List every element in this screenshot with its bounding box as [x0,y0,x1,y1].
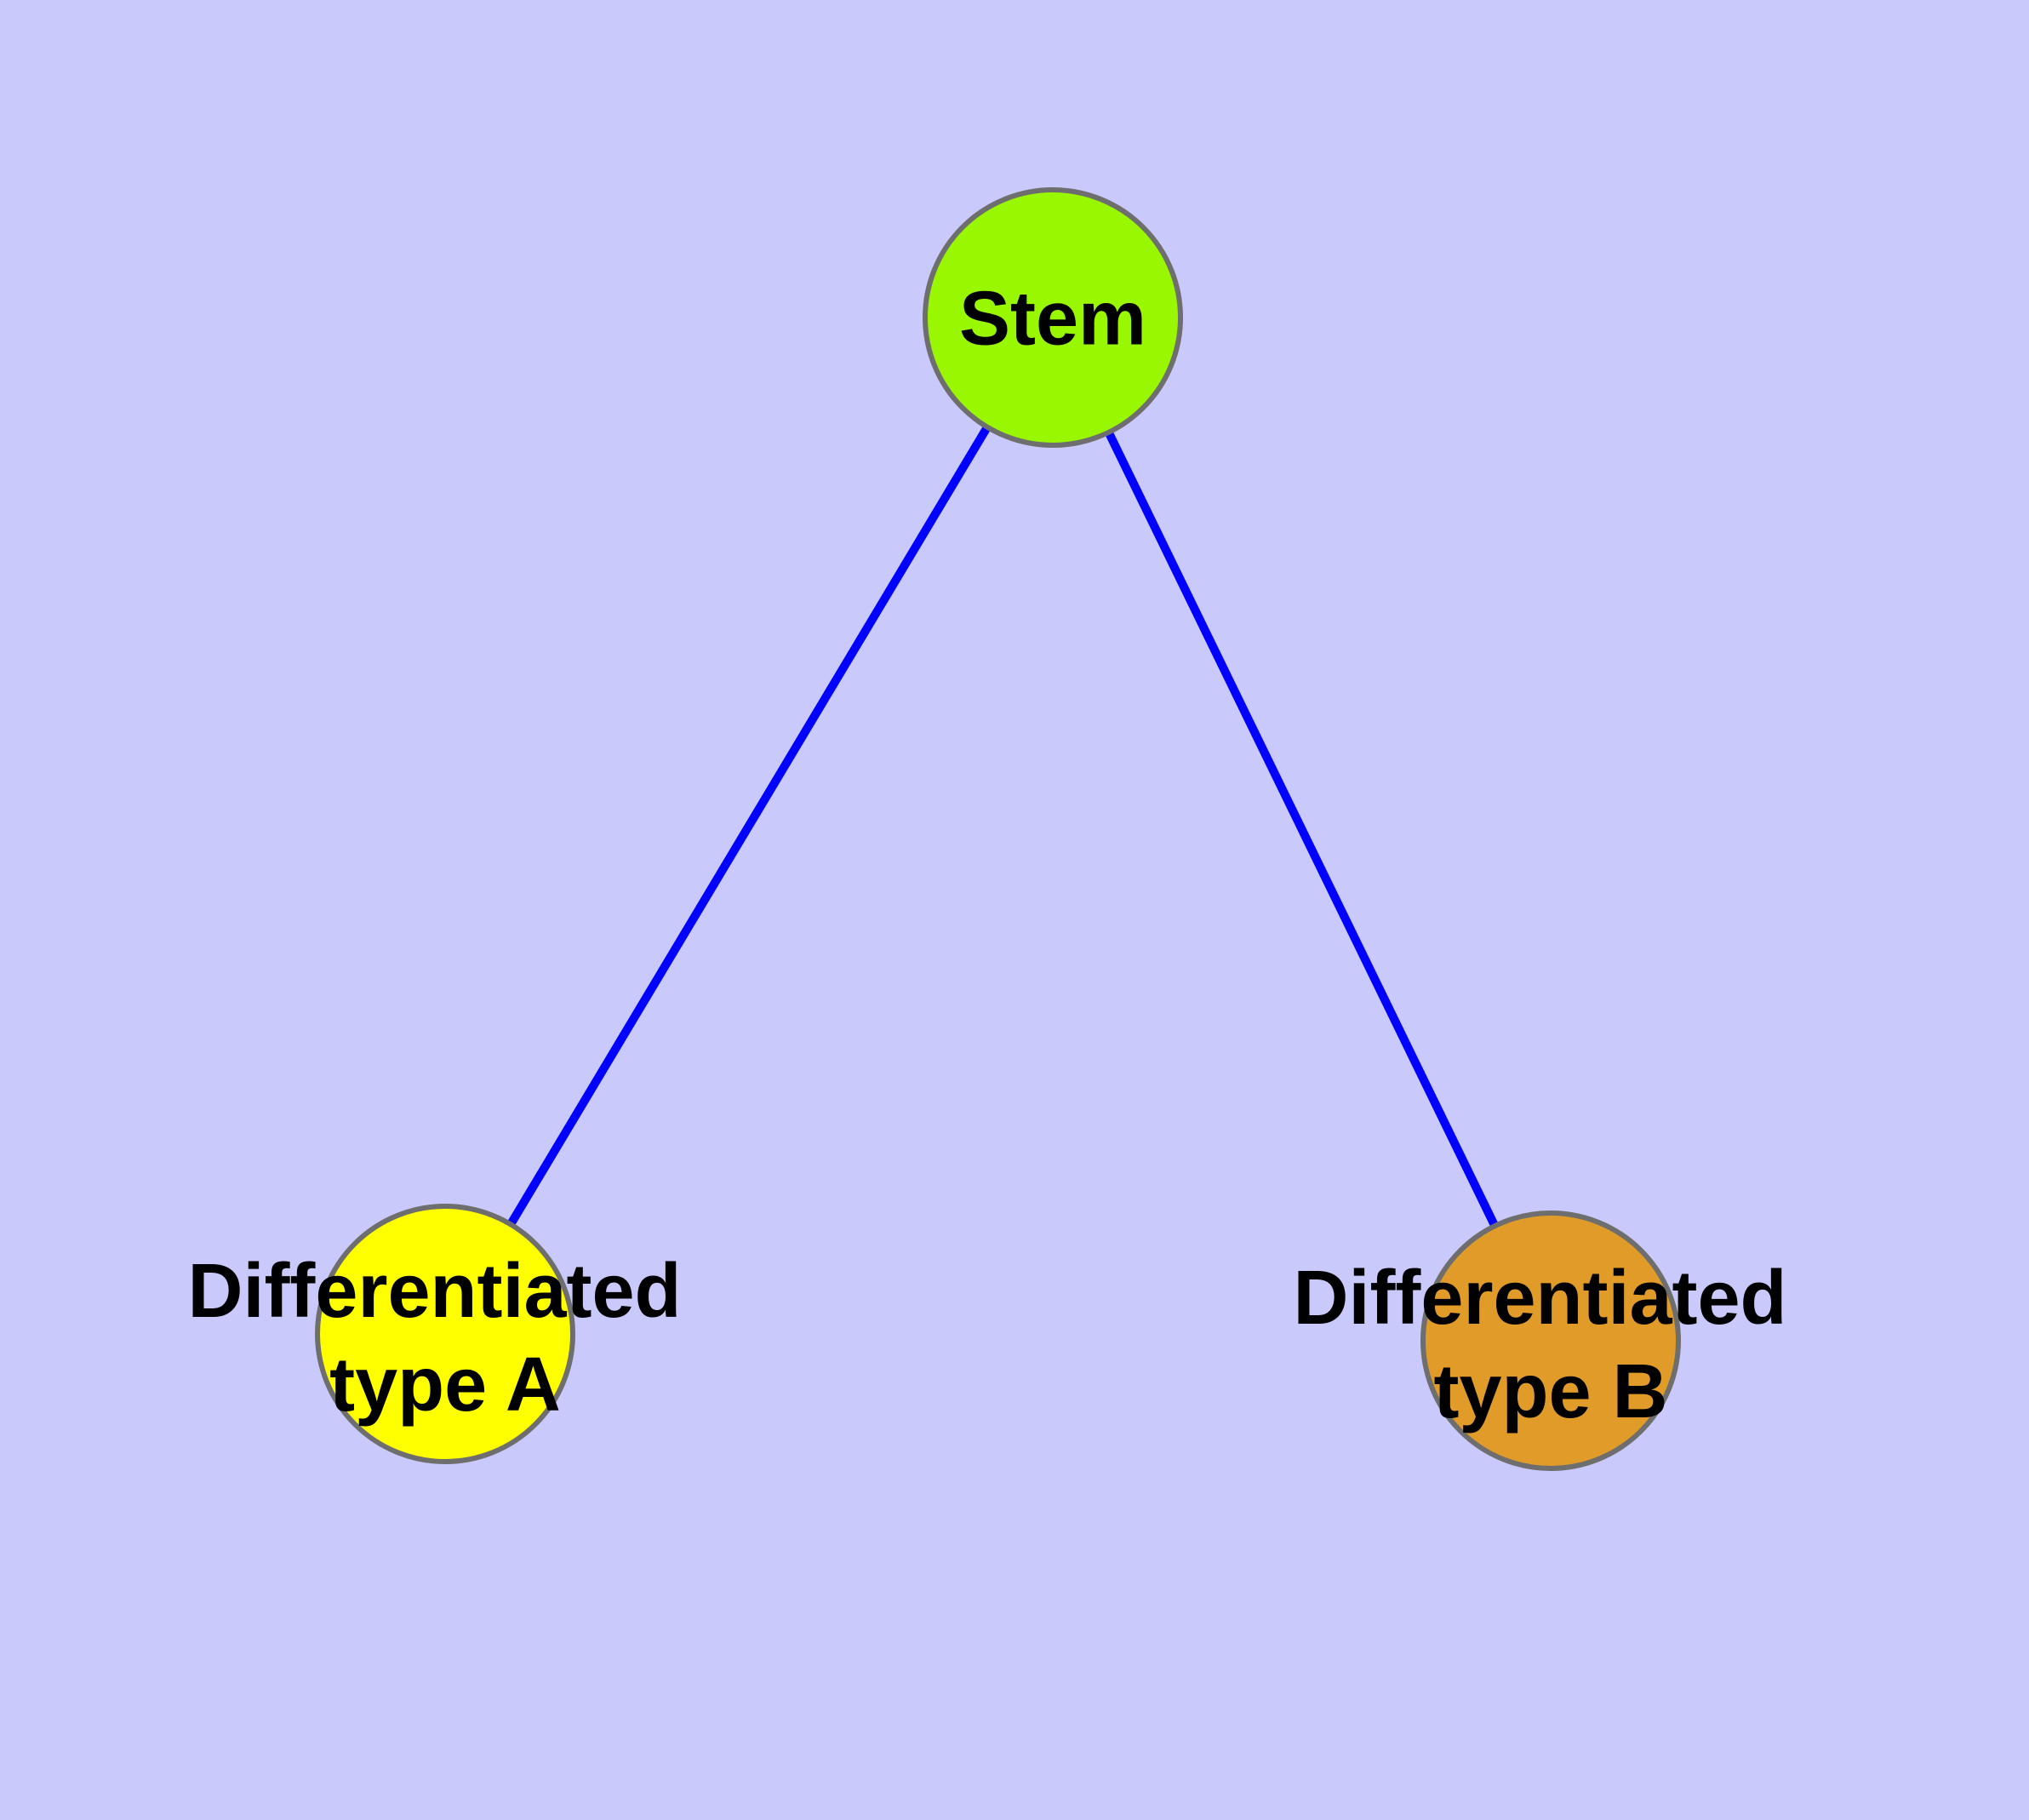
node-stem-circle [923,187,1183,448]
node-type-b-label: Differentiated type B [1293,1256,1808,1434]
node-type-a-label: Differentiated type A [187,1249,702,1428]
node-type-b-label-line1: Differentiated [1293,1256,1786,1341]
edge-stem-to-type-b [1049,315,1555,1343]
node-type-a-circle [315,1204,575,1464]
node-stem-label: Stem [959,277,1146,362]
edge-stem-to-type-a [441,315,1057,1336]
node-type-a-label-line2: type A [329,1342,561,1428]
node-type-b-label-line2: type B [1433,1349,1667,1434]
node-type-a-label-line1: Differentiated [187,1249,681,1334]
node-type-b-circle [1420,1210,1681,1471]
